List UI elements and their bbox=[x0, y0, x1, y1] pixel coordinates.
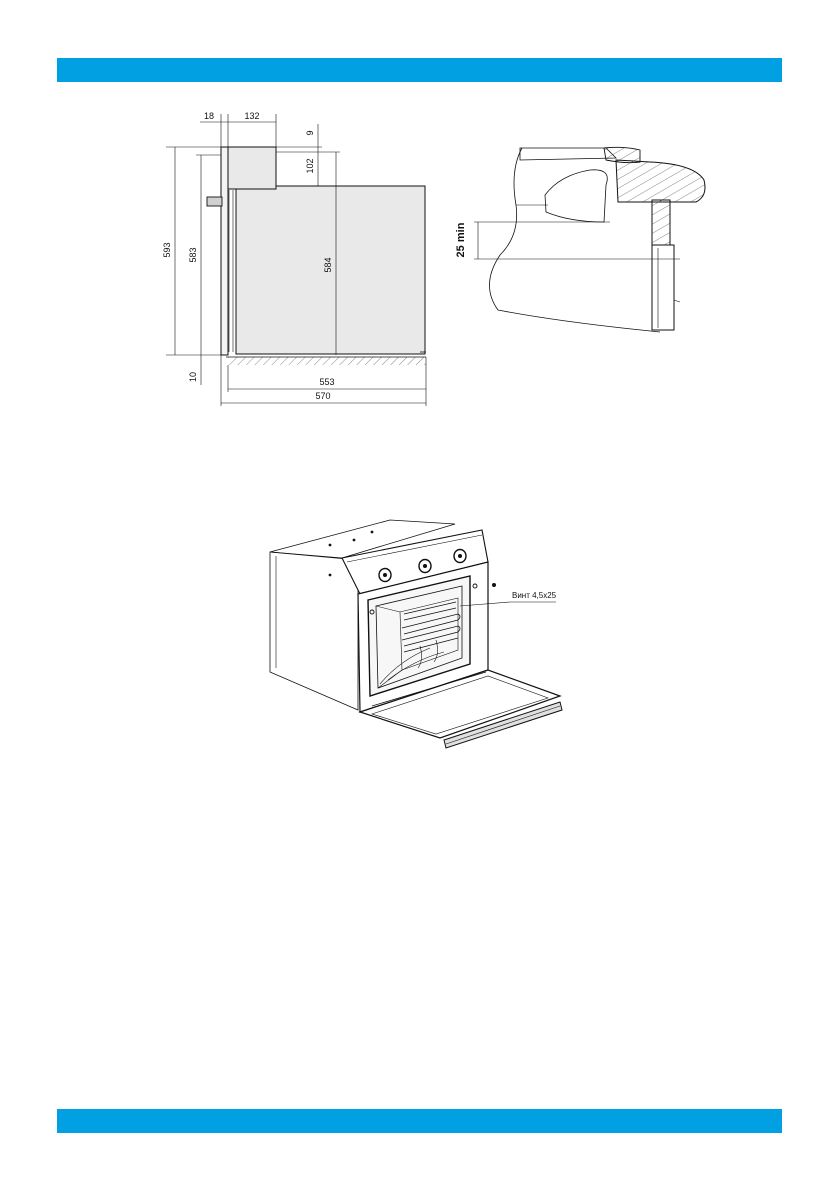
dim-584: 584 bbox=[323, 257, 333, 272]
dim-553: 553 bbox=[319, 377, 334, 387]
dim-132: 132 bbox=[244, 111, 259, 121]
oven-isometric: Винт 4,5х25 bbox=[270, 520, 562, 748]
dim-9: 9 bbox=[305, 130, 315, 135]
floor-hatch bbox=[228, 357, 426, 365]
dim-102: 102 bbox=[305, 158, 315, 173]
footer-bar bbox=[57, 1109, 782, 1133]
front-panel bbox=[221, 147, 228, 355]
dim-593: 593 bbox=[162, 242, 172, 257]
countertop-detail: 25 min bbox=[455, 147, 705, 332]
control-block bbox=[226, 147, 276, 189]
clearance-label: 25 min bbox=[455, 222, 467, 257]
screw-icon bbox=[492, 583, 496, 587]
dim-18: 18 bbox=[204, 111, 214, 121]
knob-left-icon bbox=[379, 569, 391, 582]
knob-side bbox=[207, 197, 222, 206]
side-view: 18 132 9 102 593 583 584 10 553 570 bbox=[162, 111, 426, 406]
dim-583: 583 bbox=[188, 247, 198, 262]
dim-570: 570 bbox=[315, 391, 330, 401]
dim-10: 10 bbox=[188, 372, 198, 382]
knob-middle-icon bbox=[419, 560, 431, 573]
knob-right-icon bbox=[454, 550, 466, 563]
screw-label: Винт 4,5х25 bbox=[512, 591, 557, 600]
